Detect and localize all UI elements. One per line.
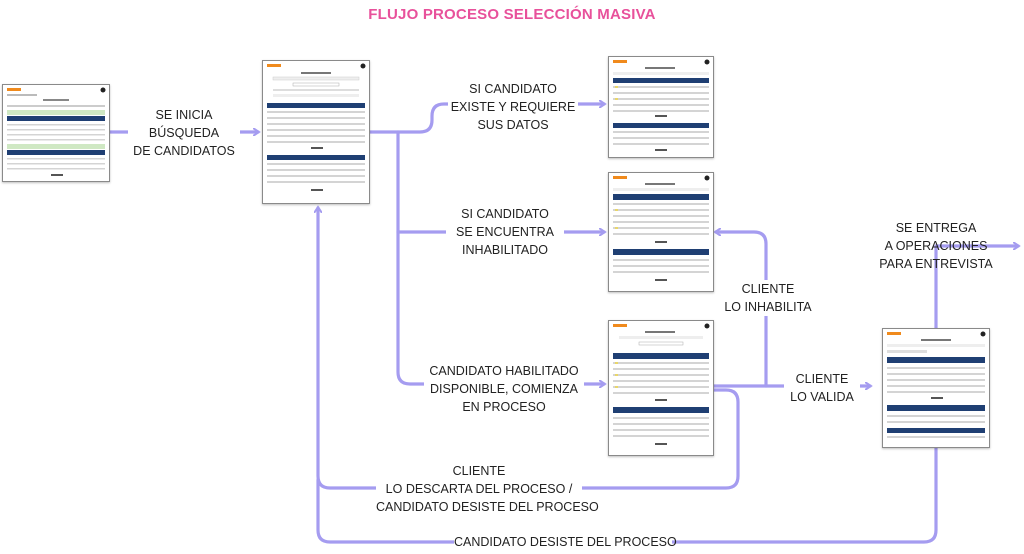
- arrow-search-to-exists: [368, 104, 604, 134]
- diagram-title: FLUJO PROCESO SELECCIÓN MASIVA: [368, 6, 656, 23]
- screen-existing-candidate-mockup: [613, 59, 710, 151]
- screen-initial-list-mockup: [7, 87, 106, 176]
- screen-initial-list: [2, 84, 110, 182]
- arrow-trunk-vertical: [396, 130, 604, 384]
- screen-enabled-candidate: [608, 320, 714, 456]
- arrow-client-disables: [716, 232, 768, 388]
- screen-disabled-candidate-mockup: [613, 175, 710, 281]
- screen-search-mockup: [267, 63, 366, 191]
- screen-disabled-candidate: [608, 172, 714, 292]
- screen-operations-mockup: [887, 331, 986, 438]
- arrow-discard-return: [318, 208, 740, 490]
- screen-enabled-candidate-mockup: [613, 323, 710, 445]
- label-desists: CANDIDATO DESISTE DEL PROCESO: [454, 533, 677, 551]
- screen-existing-candidate: [608, 56, 714, 158]
- arrow-to-operations: [934, 246, 1018, 332]
- screen-operations: [882, 328, 990, 448]
- screen-search: [262, 60, 370, 204]
